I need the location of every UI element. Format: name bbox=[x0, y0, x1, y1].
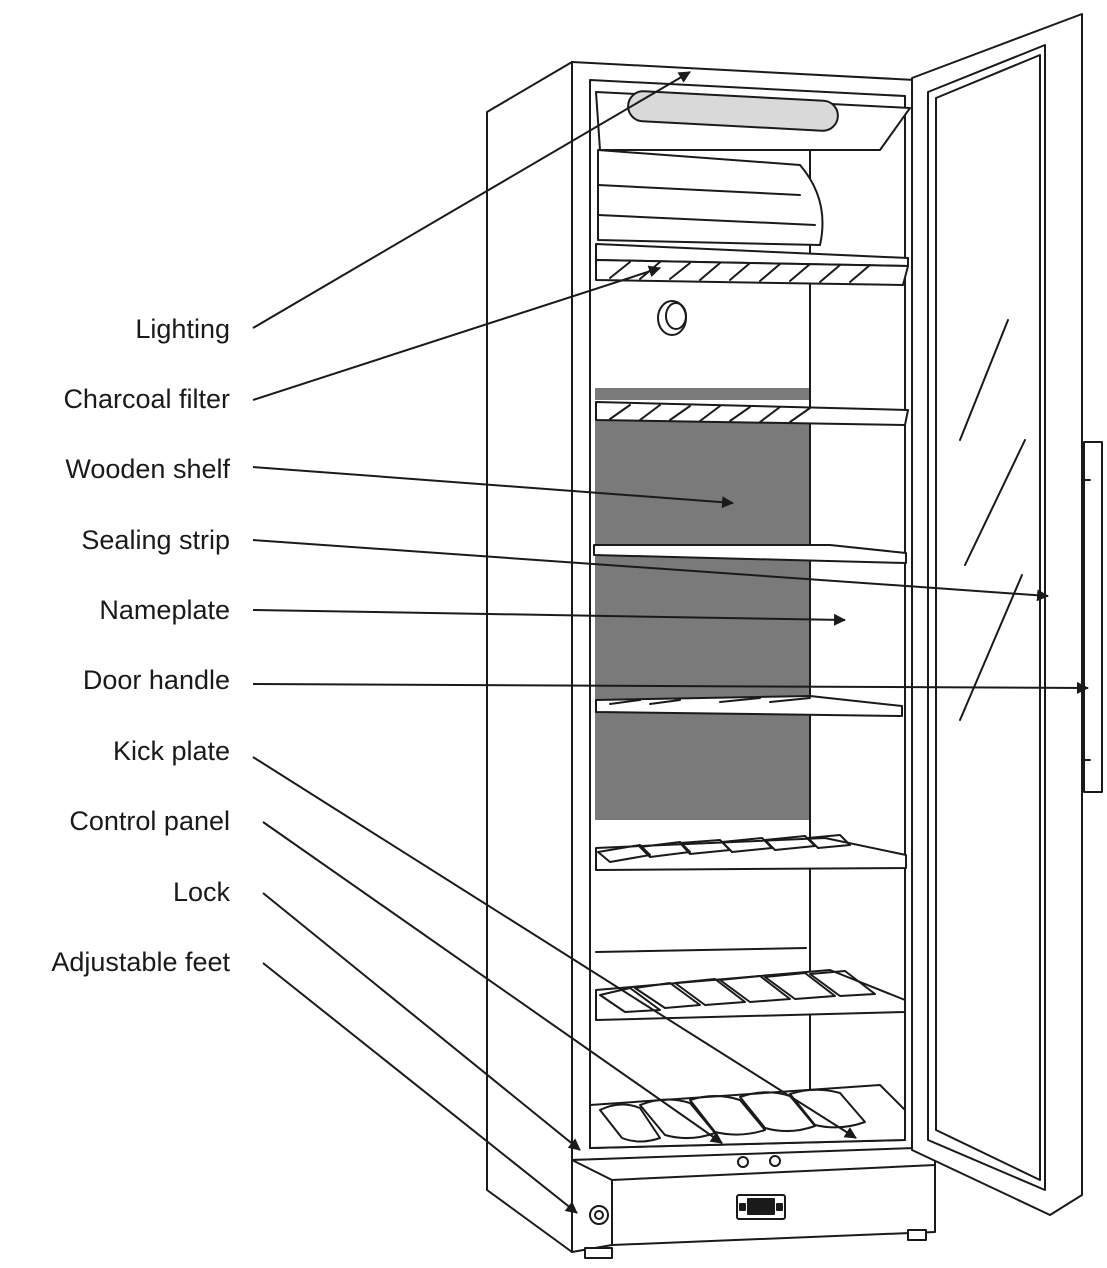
label-control-panel: Control panel bbox=[69, 806, 230, 836]
glass-door bbox=[911, 13, 1083, 1216]
wooden-shelf bbox=[593, 544, 907, 564]
arrow-adjustable-feet bbox=[262, 962, 578, 1214]
bottom-tray bbox=[589, 1084, 906, 1149]
door-handle-shape bbox=[1081, 441, 1103, 793]
adjustable-foot-left bbox=[584, 1247, 613, 1259]
shelf-4 bbox=[595, 695, 903, 717]
shelf-5 bbox=[595, 834, 907, 871]
light-bar bbox=[627, 90, 839, 132]
adjustable-foot-right bbox=[907, 1229, 927, 1241]
label-adjustable-feet: Adjustable feet bbox=[51, 947, 230, 977]
arrow-lighting bbox=[252, 71, 691, 329]
fan-housing bbox=[597, 149, 824, 246]
control-panel-display bbox=[736, 1194, 786, 1220]
label-charcoal-filter: Charcoal filter bbox=[63, 384, 230, 414]
arrow-kick-plate bbox=[252, 756, 857, 1139]
label-sealing-strip: Sealing strip bbox=[81, 525, 230, 555]
shelf-6 bbox=[595, 947, 906, 1021]
cabinet-side-panel bbox=[486, 61, 573, 1253]
label-door-handle: Door handle bbox=[82, 665, 230, 695]
label-nameplate: Nameplate bbox=[99, 595, 230, 625]
back-panel bbox=[595, 420, 810, 820]
label-lock: Lock bbox=[172, 877, 230, 907]
arrow-door-handle bbox=[252, 681, 1089, 694]
arrow-nameplate bbox=[252, 609, 846, 626]
shelf-1 bbox=[595, 243, 909, 286]
arrow-control-panel bbox=[262, 821, 723, 1144]
label-kick-plate: Kick plate bbox=[112, 736, 230, 766]
arrow-charcoal-filter bbox=[252, 265, 661, 401]
lock-cylinder bbox=[589, 1205, 609, 1225]
label-wooden-shelf: Wooden shelf bbox=[65, 454, 230, 484]
shelf-2 bbox=[595, 401, 909, 426]
arrow-lock bbox=[262, 892, 581, 1151]
arrow-wooden-shelf bbox=[252, 466, 734, 509]
label-lighting: Lighting bbox=[135, 314, 230, 344]
arrow-sealing-strip bbox=[252, 539, 1049, 602]
